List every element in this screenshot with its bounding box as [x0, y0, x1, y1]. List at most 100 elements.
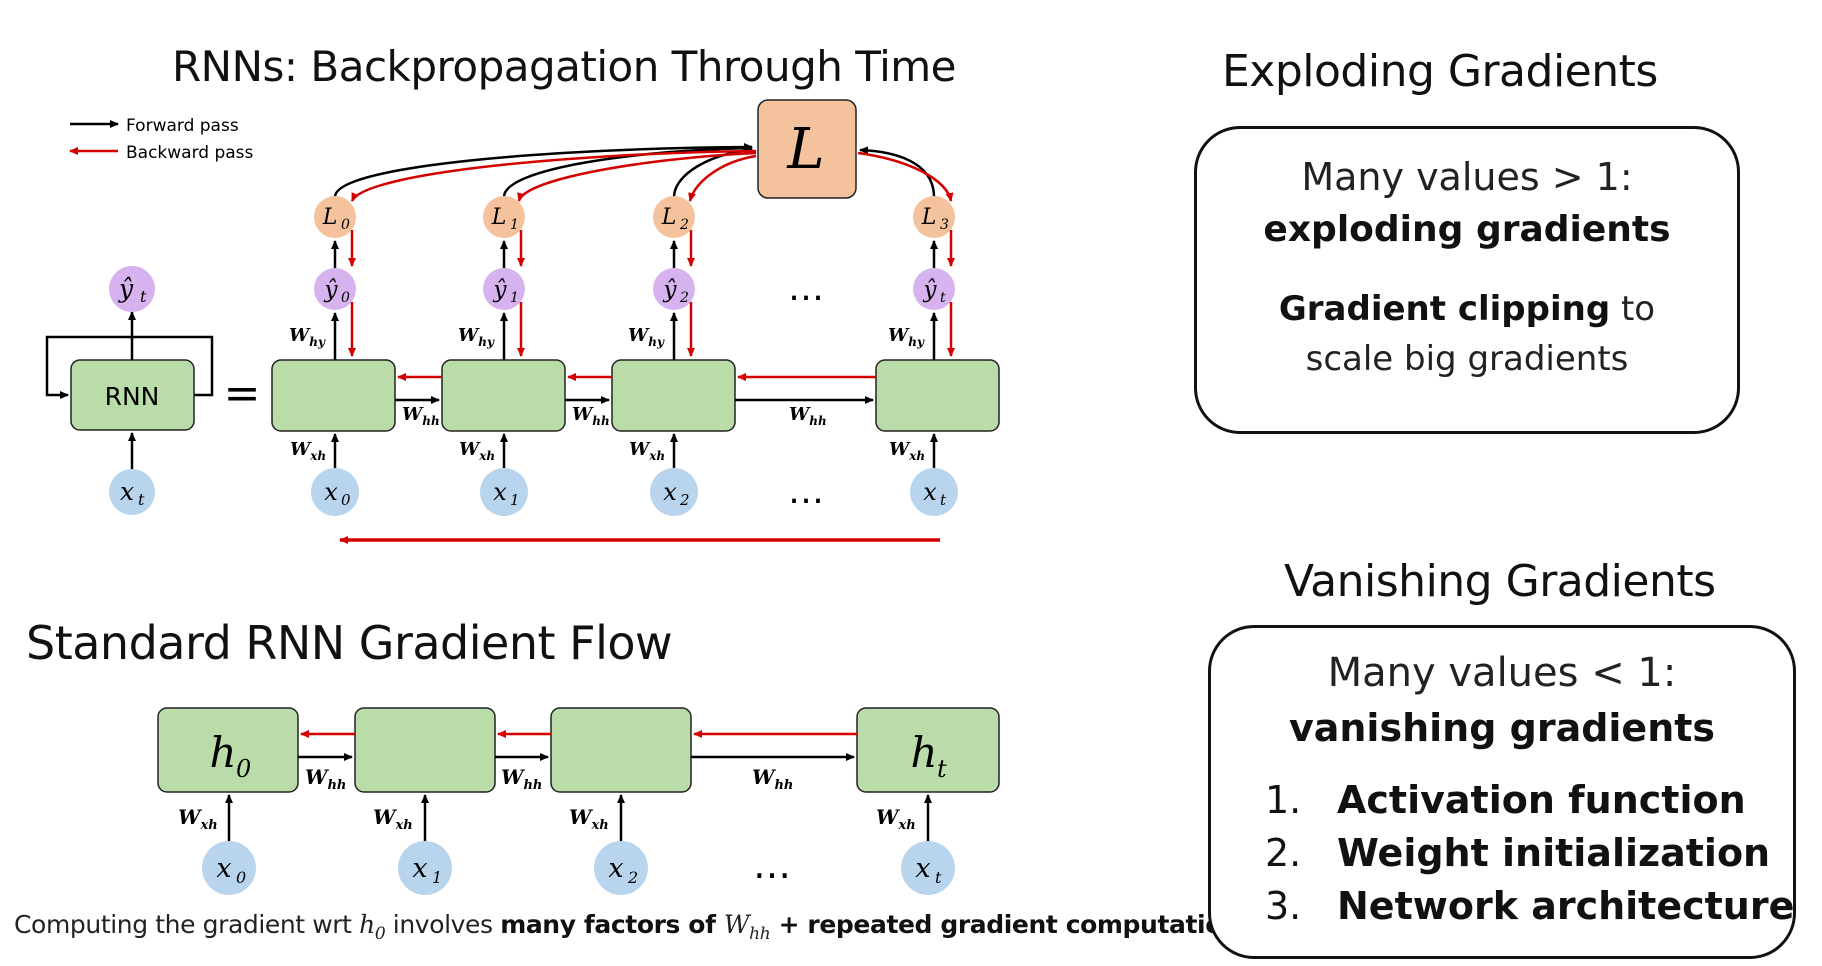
unrolled-col-0: L 0 ŷ 0 x 0 Why Wxh	[271, 196, 396, 516]
svg-text:Whh: Whh	[402, 404, 440, 428]
rolled-output-node	[109, 266, 155, 312]
vanishing-box: Many values < 1: vanishing gradients 1.A…	[1208, 625, 1796, 959]
unrolled-col-2: L 2 ŷ 2 x 2 Why Wxh	[611, 196, 736, 516]
svg-text:Why: Why	[289, 325, 326, 349]
svg-text:0: 0	[236, 868, 246, 887]
rolled-input-node	[109, 469, 155, 515]
flow-input-t: x t Wxh	[876, 794, 955, 895]
svg-text:Why: Why	[628, 325, 665, 349]
svg-text:Wxh: Wxh	[889, 439, 925, 463]
svg-text:ŷ: ŷ	[324, 277, 339, 303]
input-node-1	[480, 468, 528, 516]
svg-text:Whh: Whh	[752, 765, 793, 793]
svg-text:h: h	[910, 728, 937, 777]
vanishing-item-3: 3.Network architecture	[1265, 884, 1795, 928]
svg-text:L: L	[322, 205, 338, 230]
svg-text:x: x	[120, 477, 134, 506]
rolled-rnn: RNN ŷ t x t	[45, 266, 214, 515]
flow-input-0: x 0 Wxh	[178, 794, 256, 895]
svg-text:h: h	[209, 728, 236, 777]
svg-text:L: L	[491, 205, 507, 230]
exploding-line2: exploding gradients	[1263, 209, 1671, 250]
input-node-2	[650, 468, 698, 516]
svg-text:Why: Why	[888, 325, 925, 349]
svg-text:t: t	[935, 868, 942, 887]
svg-text:x: x	[216, 853, 231, 884]
svg-text:Whh: Whh	[572, 404, 610, 428]
hidden-cell-2	[611, 359, 736, 432]
svg-text:Wxh: Wxh	[629, 439, 665, 463]
flow-cell-1	[354, 707, 496, 793]
svg-text:ŷ: ŷ	[493, 277, 508, 303]
svg-text:x: x	[915, 853, 930, 884]
svg-text:Whh: Whh	[501, 765, 542, 793]
svg-text:1: 1	[510, 217, 519, 233]
vanishing-item-1: 1.Activation function	[1265, 778, 1746, 822]
legend: Forward pass Backward pass	[69, 116, 254, 163]
flow-cell-t	[856, 707, 1000, 793]
svg-text:t: t	[940, 290, 946, 306]
recurrent-loop	[45, 335, 214, 399]
svg-text:ŷ: ŷ	[118, 274, 134, 303]
hidden-cell-0	[271, 359, 396, 432]
svg-text:L: L	[661, 205, 677, 230]
output-node-0	[314, 268, 356, 310]
exploding-box: Many values > 1: exploding gradients Gra…	[1194, 126, 1740, 434]
svg-text:x: x	[923, 478, 937, 506]
svg-text:1: 1	[510, 491, 520, 509]
legend-forward-label: Forward pass	[126, 116, 239, 136]
output-node-t	[913, 268, 955, 310]
unrolled-col-1: L 1 ŷ 1 x 1 Why Wxh	[441, 196, 566, 516]
output-node-2	[653, 268, 695, 310]
input-node-t	[910, 468, 958, 516]
svg-text:x: x	[412, 853, 427, 884]
loss-node-1	[483, 196, 525, 238]
svg-text:x: x	[324, 478, 338, 506]
svg-text:ŷ: ŷ	[923, 277, 938, 303]
svg-text:x: x	[493, 478, 507, 506]
svg-text:1: 1	[432, 868, 442, 887]
bptt-title: RNNs: Backpropagation Through Time	[172, 42, 957, 91]
vanishing-item-2: 2.Weight initialization	[1265, 831, 1771, 875]
vanishing-line1: Many values < 1:	[1327, 650, 1677, 696]
svg-text:Why: Why	[458, 325, 495, 349]
flow-cell-2	[550, 707, 692, 793]
svg-text:1: 1	[510, 290, 519, 306]
ellipsis-outputs: …	[788, 268, 824, 309]
svg-text:2: 2	[679, 217, 689, 233]
output-node-1	[483, 268, 525, 310]
svg-text:Whh: Whh	[789, 404, 827, 428]
svg-text:x: x	[608, 853, 623, 884]
svg-text:L: L	[921, 205, 937, 230]
svg-text:2: 2	[679, 290, 689, 306]
loss-box	[757, 99, 857, 199]
svg-text:Wxh: Wxh	[569, 805, 609, 833]
svg-text:t: t	[140, 287, 147, 306]
svg-text:t: t	[940, 491, 947, 509]
svg-text:ŷ: ŷ	[663, 277, 678, 303]
svg-text:2: 2	[679, 491, 690, 509]
vanishing-line2: vanishing gradients	[1288, 706, 1716, 750]
equals-sign: =	[224, 368, 261, 419]
svg-text:0: 0	[341, 290, 350, 306]
svg-text:0: 0	[341, 217, 350, 233]
flow-input-1: x 1 Wxh	[373, 794, 452, 895]
exploding-line4: scale big gradients	[1305, 339, 1629, 379]
exploding-line1: Many values > 1:	[1301, 155, 1633, 199]
hidden-cell-t	[875, 359, 1000, 432]
ellipsis-inputs: …	[788, 471, 824, 512]
loss-label: L	[786, 117, 824, 182]
svg-text:0: 0	[341, 491, 351, 509]
svg-text:0: 0	[236, 755, 251, 783]
flow-input-2: x 2 Wxh	[569, 794, 648, 895]
svg-text:2: 2	[627, 868, 638, 887]
gradient-flow-title: Standard RNN Gradient Flow	[26, 616, 673, 670]
loss-node-3	[913, 196, 955, 238]
svg-text:t: t	[937, 755, 947, 783]
input-node-0	[311, 468, 359, 516]
legend-backward-label: Backward pass	[126, 143, 254, 163]
svg-text:Wxh: Wxh	[373, 805, 413, 833]
flow-cell-0	[157, 707, 299, 793]
loss-node-0	[314, 196, 356, 238]
svg-text:Wxh: Wxh	[290, 439, 326, 463]
